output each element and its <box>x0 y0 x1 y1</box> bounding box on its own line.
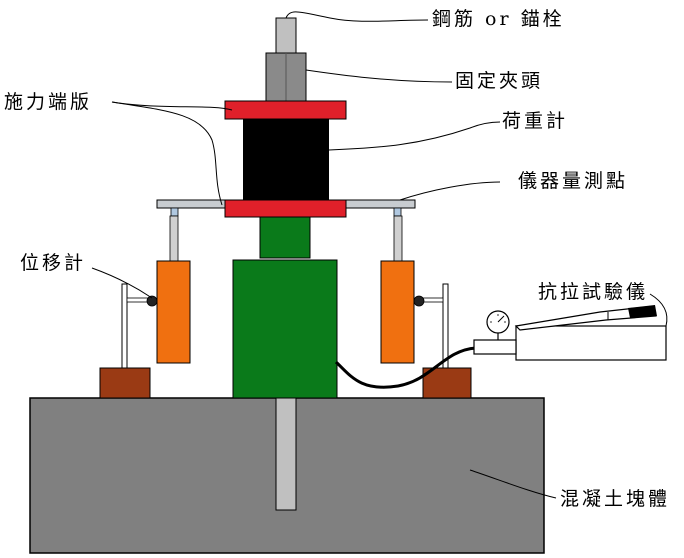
green-spacer <box>259 216 311 259</box>
pump-connector <box>473 339 517 355</box>
pump-handle-grip <box>628 305 657 318</box>
green-bearing-block <box>232 259 338 399</box>
leader-lines <box>91 11 668 499</box>
clamp-knob-right <box>413 295 425 307</box>
displacement-gauge-right <box>380 260 415 364</box>
stand-post-left <box>121 283 128 369</box>
label-measure-point: 儀器量測點 <box>518 170 629 192</box>
label-concrete-block: 混凝土塊體 <box>560 488 671 510</box>
label-rebar: 鋼筋 or 錨栓 <box>432 8 565 30</box>
rebar-embedded <box>275 397 297 511</box>
gauge-base-left <box>99 367 151 399</box>
label-fixed-clamp: 固定夾頭 <box>455 70 544 92</box>
gauge-base-right <box>422 367 472 399</box>
lower-end-plate <box>224 199 347 218</box>
label-load-cell: 荷重計 <box>502 110 569 132</box>
gauge-rod-right <box>393 215 403 262</box>
label-load-end-plate: 施力端版 <box>4 91 93 113</box>
displacement-gauge-left <box>156 260 191 364</box>
measure-point-right <box>393 207 402 217</box>
label-pullout-tester: 抗拉試驗儀 <box>538 281 649 303</box>
rebar-upper <box>275 17 297 54</box>
hydraulic-hose <box>334 346 477 389</box>
measure-point-left <box>170 207 179 217</box>
gauge-rod-left <box>169 215 179 262</box>
load-cell <box>243 119 329 201</box>
pump-body <box>515 325 667 361</box>
upper-end-plate <box>224 100 347 120</box>
stand-post-right <box>442 283 449 369</box>
label-displacement-gauge: 位移計 <box>20 252 87 274</box>
